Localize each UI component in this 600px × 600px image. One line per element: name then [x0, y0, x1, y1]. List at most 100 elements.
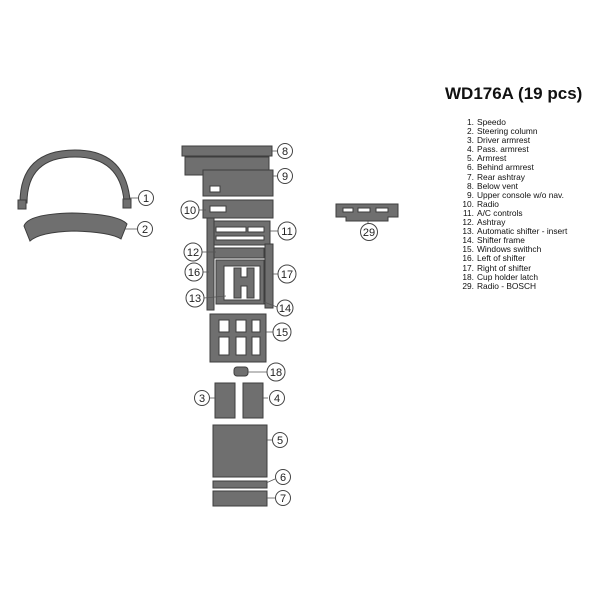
- callout-9: 9: [277, 168, 293, 184]
- legend-item-label: Radio - BOSCH: [477, 280, 537, 291]
- legend-item: 13.Automatic shifter - insert: [460, 227, 567, 236]
- legend-item-label: Right of shifter: [477, 262, 531, 273]
- callout-14-label: 14: [279, 303, 291, 315]
- legend-item-number: 5.: [467, 153, 474, 164]
- legend-item-label: Shifter frame: [477, 235, 525, 246]
- part-radio-slot: [209, 205, 227, 213]
- callout-10: 10: [180, 200, 200, 220]
- callout-6-label: 6: [280, 472, 286, 484]
- part-left-of-shifter: [206, 217, 215, 311]
- legend-item-number: 11.: [462, 207, 474, 218]
- legend-item-number: 8.: [467, 180, 474, 191]
- callout-16: 16: [184, 262, 204, 282]
- legend-item-label: Windows swithch: [477, 244, 542, 255]
- legend-item-label: Cup holder latch: [477, 271, 538, 282]
- legend-item: 10.Radio: [460, 198, 567, 209]
- legend-item-number: 16.: [462, 253, 474, 264]
- callout-15-label: 15: [276, 327, 288, 339]
- callout-11: 11: [277, 221, 297, 241]
- callout-6: 6: [275, 469, 291, 485]
- legend-item-number: 12.: [462, 217, 474, 228]
- callout-4: 4: [269, 390, 285, 406]
- legend-item-label: A/C controls: [477, 207, 523, 218]
- legend-item: 5.Armrest: [460, 154, 567, 163]
- part-speedo-tab-right: [122, 198, 132, 209]
- callout-29-label: 29: [363, 227, 375, 239]
- legend-item-label: Left of shifter: [477, 253, 526, 264]
- legend-item-label: Speedo: [477, 117, 506, 127]
- part-cup-holder-latch: [233, 366, 249, 377]
- legend-item-label: Pass. armrest: [477, 144, 529, 155]
- callout-12-label: 12: [187, 247, 199, 259]
- part-ac-window-1: [215, 226, 247, 233]
- part-below-vent: [181, 145, 273, 157]
- callout-7-label: 7: [280, 493, 286, 505]
- part-bosch-slot-1: [342, 207, 354, 213]
- legend-item: 18.Cup holder latch: [460, 271, 567, 282]
- legend-item: 8.Below vent: [460, 180, 567, 191]
- part-bosch-slot-3: [375, 207, 389, 213]
- part-radio: [202, 199, 274, 219]
- callout-3-label: 3: [199, 393, 205, 405]
- legend-item-number: 10.: [462, 198, 474, 209]
- callout-13-label: 13: [189, 293, 201, 305]
- legend-item-label: Armrest: [477, 153, 507, 164]
- legend-item-number: 29.: [462, 280, 474, 291]
- part-speedo: [19, 149, 131, 204]
- callout-5: 5: [272, 432, 288, 448]
- legend-item-label: Automatic shifter - insert: [477, 226, 568, 237]
- legend-item-number: 6.: [467, 162, 474, 173]
- legend-item-label: Below vent: [477, 180, 518, 191]
- part-ws-hole-1: [218, 319, 230, 333]
- legend-item-label: Behind armrest: [477, 162, 534, 173]
- callout-18-label: 18: [270, 367, 282, 379]
- legend-item: 4.Pass. armrest: [460, 145, 567, 154]
- kit-title: WD176A (19 pcs): [445, 84, 583, 103]
- callout-11-label: 11: [281, 226, 292, 238]
- legend-item-label: Steering column: [477, 126, 538, 137]
- callout-4-label: 4: [274, 393, 280, 405]
- part-pass-armrest: [242, 382, 264, 419]
- part-bosch-slot-2: [357, 207, 371, 213]
- leader-13: [203, 295, 227, 299]
- legend-item-number: 1.: [467, 117, 474, 127]
- part-speedo-tab-left: [17, 199, 27, 210]
- legend-item-number: 18.: [462, 271, 474, 282]
- callout-8: 8: [277, 143, 293, 159]
- leader-14: [263, 301, 278, 308]
- legend-item: 15.Windows swithch: [460, 245, 567, 254]
- legend-item-label: Rear ashtray: [477, 171, 525, 182]
- callout-16-label: 16: [188, 267, 200, 279]
- legend-item-number: 17.: [462, 262, 474, 273]
- legend-item: 9.Upper console w/o nav.: [460, 190, 567, 200]
- legend-item: 7.Rear ashtray: [460, 171, 567, 182]
- callout-7: 7: [275, 490, 291, 506]
- legend-item-number: 4.: [467, 144, 474, 155]
- part-ws-hole-5: [235, 336, 247, 356]
- callout-9-label: 9: [282, 171, 288, 183]
- legend-item-number: 2.: [467, 126, 474, 137]
- callout-1: 1: [138, 190, 154, 206]
- part-ws-hole-3: [251, 319, 261, 333]
- callout-2-label: 2: [142, 224, 148, 236]
- callout-15: 15: [272, 322, 292, 342]
- callout-13: 13: [185, 288, 205, 308]
- legend-item: 1.Speedo: [460, 117, 567, 127]
- legend-item: 16.Left of shifter: [460, 254, 567, 263]
- callout-14: 14: [276, 299, 294, 317]
- callout-17-label: 17: [281, 269, 293, 281]
- legend-item: 17.Right of shifter: [460, 262, 567, 273]
- part-ws-hole-2: [235, 319, 247, 333]
- callout-18: 18: [266, 362, 286, 382]
- part-ws-hole-4: [218, 336, 230, 356]
- part-rear-ashtray: [212, 490, 268, 507]
- callout-8-label: 8: [282, 146, 288, 158]
- part-shifter-h: [233, 267, 255, 299]
- legend-item: 11.A/C controls: [460, 207, 567, 218]
- part-ashtray: [213, 247, 265, 259]
- legend-item: 6.Behind armrest: [460, 163, 567, 172]
- part-behind-armrest: [212, 480, 268, 489]
- legend-item-number: 7.: [467, 171, 474, 182]
